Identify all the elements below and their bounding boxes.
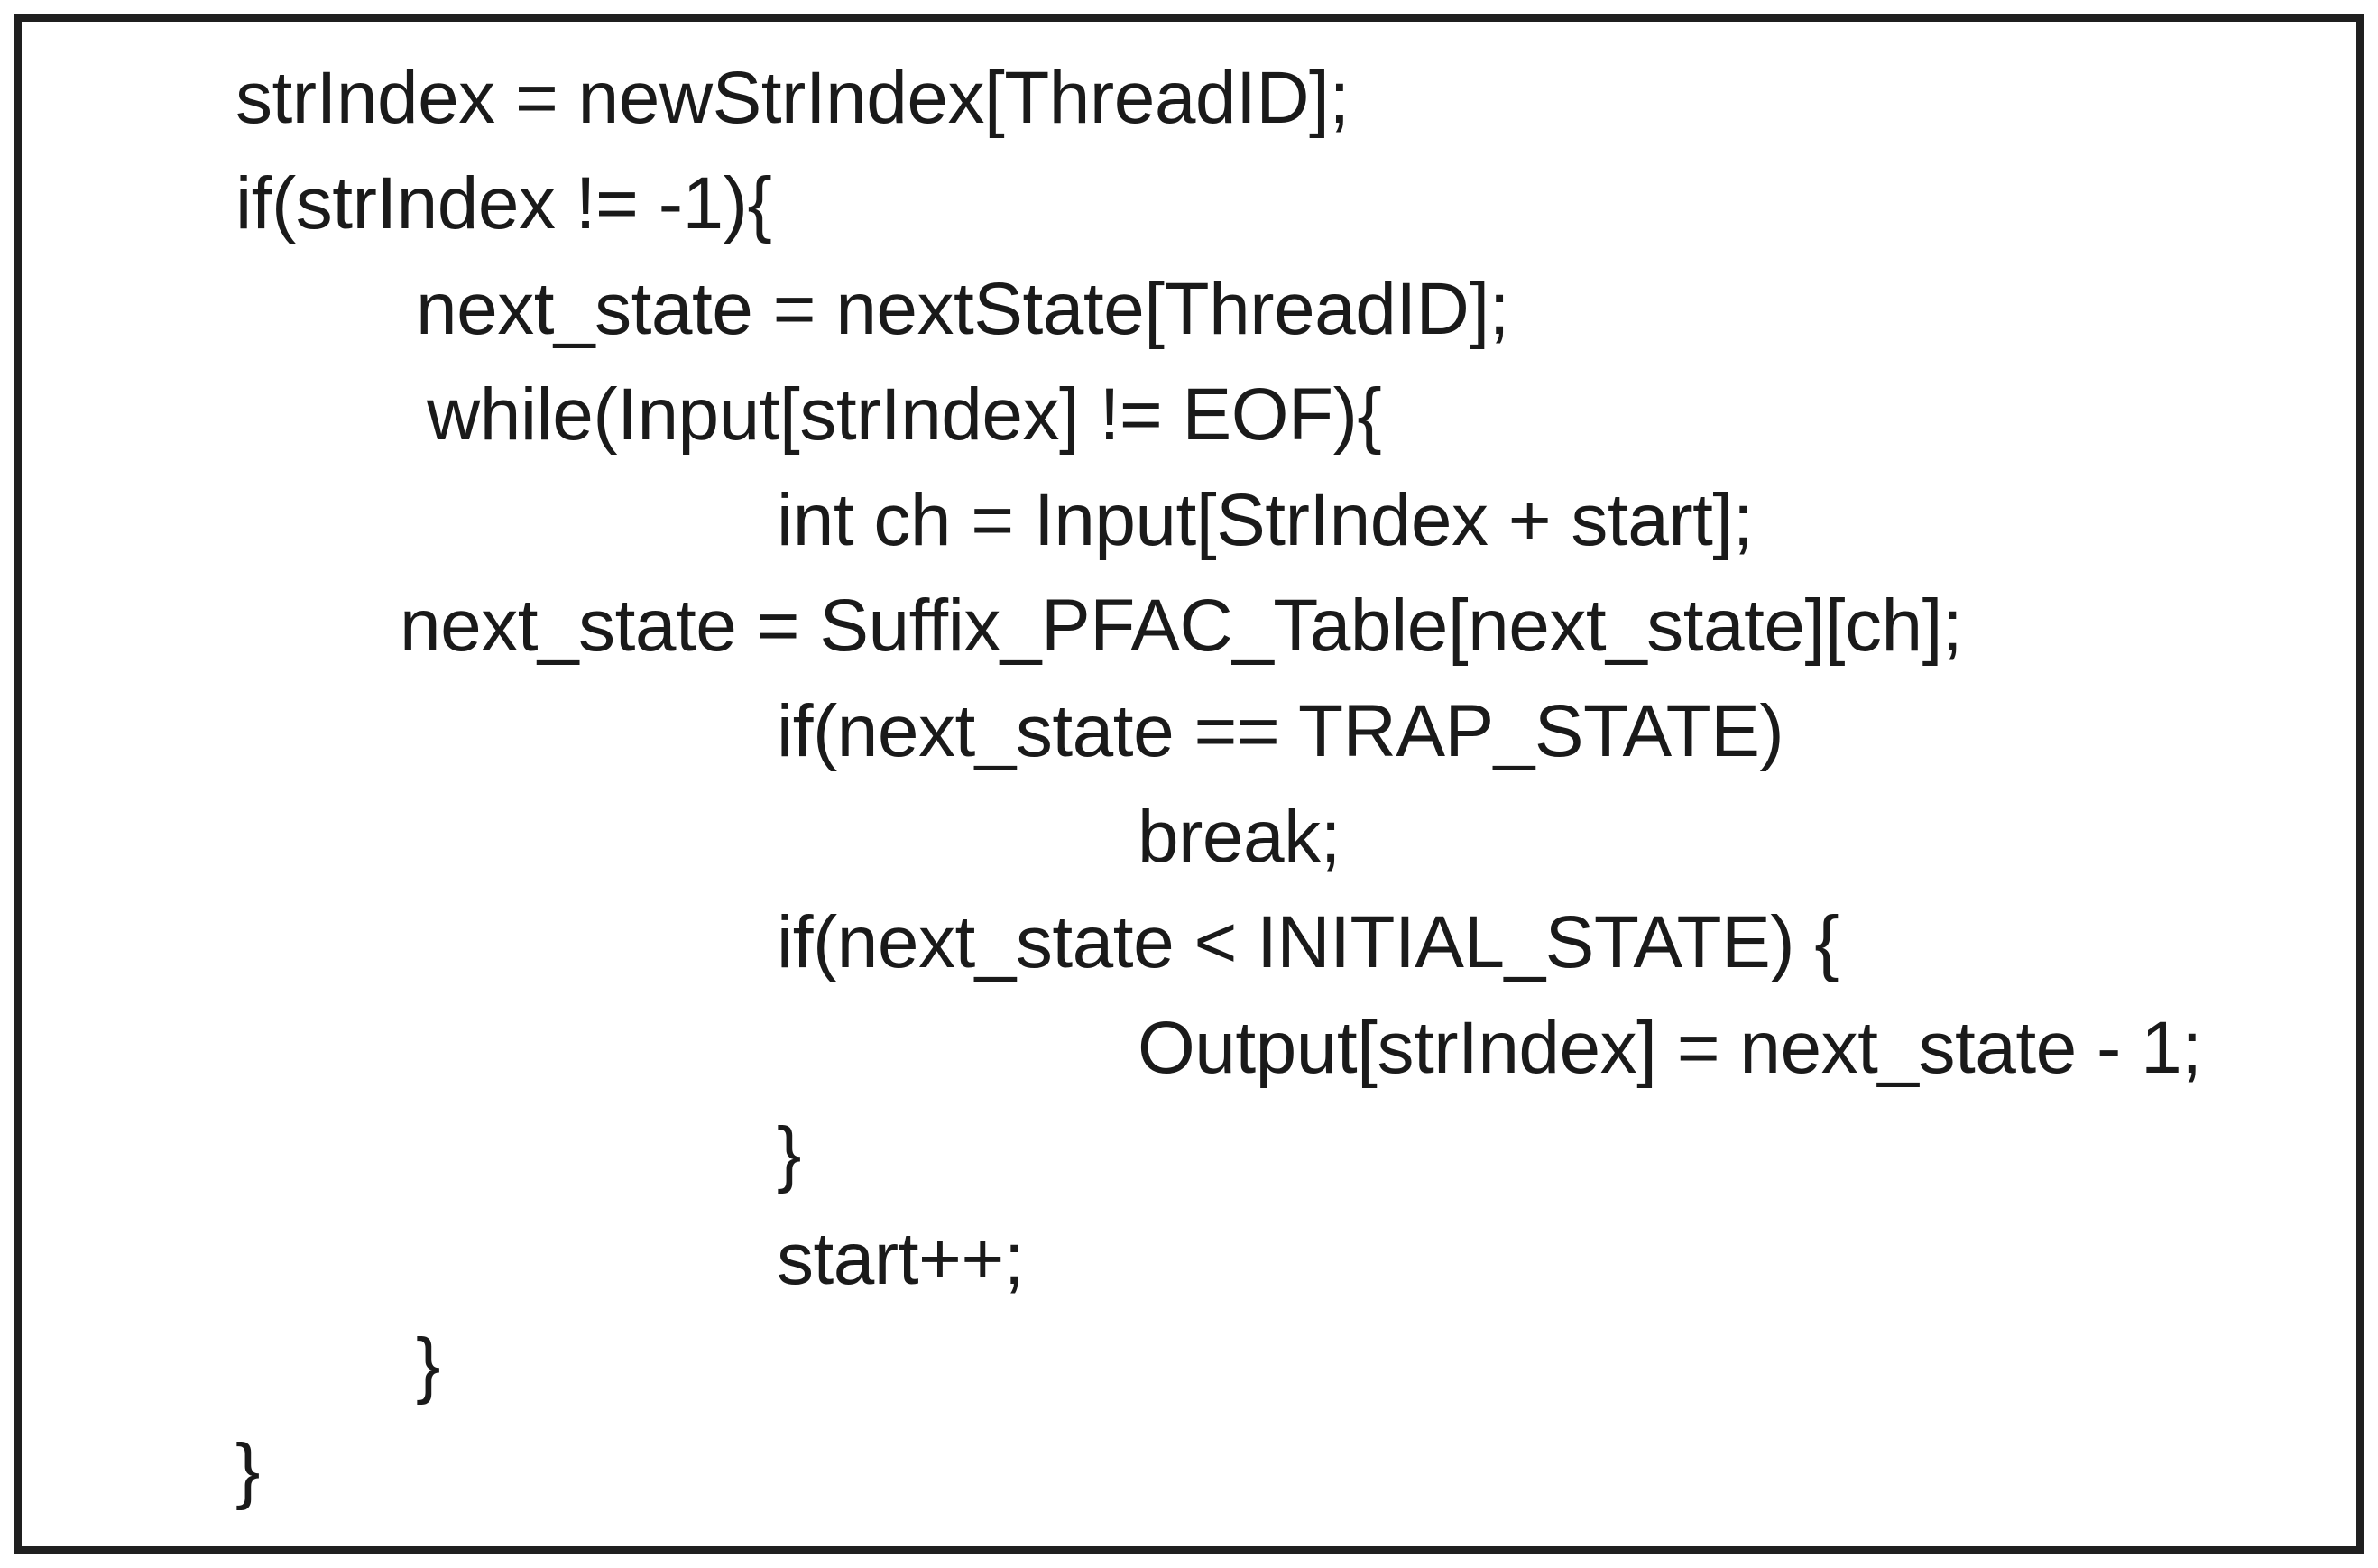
- code-line: if(strIndex != -1){: [235, 162, 772, 244]
- code-line: break;: [1138, 796, 1341, 878]
- code-line: next_state = Suffix_PFAC_Table[next_stat…: [400, 585, 1963, 667]
- code-figure-border: strIndex = newStrIndex[ThreadID]; if(strI…: [14, 14, 2364, 1554]
- code-line: if(next_state == TRAP_STATE): [777, 690, 1784, 772]
- code-line: }: [235, 1429, 260, 1511]
- code-line: start++;: [777, 1218, 1025, 1300]
- code-line: Output[strIndex] = next_state - 1;: [1138, 1007, 2202, 1089]
- code-line: strIndex = newStrIndex[ThreadID];: [235, 57, 1350, 139]
- code-listing: strIndex = newStrIndex[ThreadID]; if(strI…: [22, 22, 2356, 1546]
- code-line: next_state = nextState[ThreadID];: [416, 268, 1509, 350]
- code-line: while(Input[strIndex] != EOF){: [427, 374, 1382, 456]
- code-line: }: [416, 1324, 440, 1406]
- code-line: int ch = Input[StrIndex + start];: [777, 479, 1753, 561]
- code-line: if(next_state < INITIAL_STATE) {: [777, 901, 1839, 983]
- code-line: }: [777, 1112, 801, 1194]
